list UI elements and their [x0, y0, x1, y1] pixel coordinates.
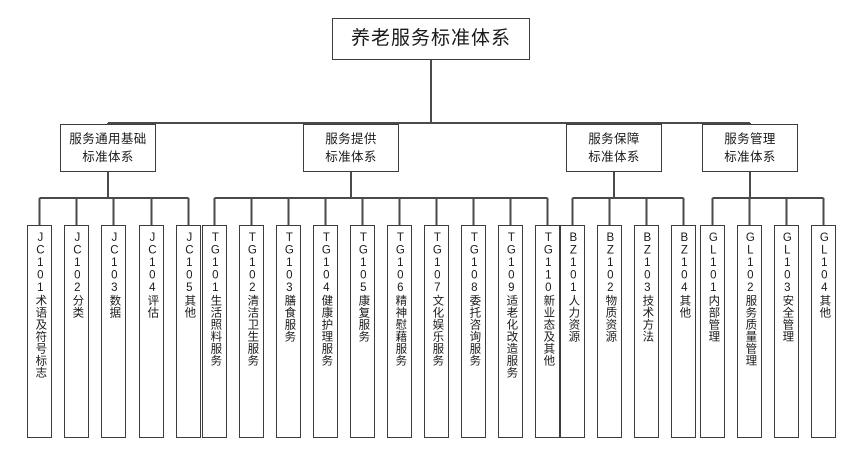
- category-node-jc: 服务通用基础标准体系: [60, 124, 156, 172]
- leaf-label-bz101: BZ101人力资源: [567, 232, 580, 343]
- category-node-bz: 服务保障标准体系: [566, 124, 662, 172]
- leaf-label-jc101: JC101术语及符号标志: [34, 232, 47, 379]
- category-label-line2: 标准体系: [724, 150, 776, 164]
- leaf-label-tg107: TG107文化娱乐服务: [431, 232, 444, 367]
- leaf-label-jc104: JC104评估: [146, 232, 159, 319]
- leaf-node-jc105: JC105其他: [176, 225, 201, 438]
- leaf-label-tg108: TG108委托咨询服务: [468, 232, 481, 367]
- leaf-node-jc101: JC101术语及符号标志: [27, 225, 52, 438]
- leaf-node-tg104: TG104健康护理服务: [313, 225, 338, 438]
- leaf-node-tg107: TG107文化娱乐服务: [424, 225, 449, 438]
- leaf-node-gl103: GL103安全管理: [774, 225, 799, 438]
- leaf-label-gl103: GL103安全管理: [781, 232, 794, 343]
- category-label-line1: 服务保障: [588, 131, 640, 146]
- category-label-line2: 标准体系: [82, 150, 134, 164]
- root-node: 养老服务标准体系: [332, 18, 530, 60]
- leaf-label-gl101: GL101内部管理: [707, 232, 720, 343]
- leaf-node-gl102: GL102服务质量管理: [737, 225, 762, 438]
- leaf-label-jc102: JC102分类: [71, 232, 84, 319]
- category-label-line2: 标准体系: [325, 150, 377, 164]
- leaf-node-jc102: JC102分类: [64, 225, 89, 438]
- leaf-label-tg106: TG106精神慰藉服务: [394, 232, 407, 367]
- leaf-node-gl104: GL104其他: [811, 225, 836, 438]
- category-label-line1: 服务管理: [724, 131, 776, 146]
- leaf-node-jc103: JC103数据: [101, 225, 126, 438]
- leaf-label-bz102: BZ102物质资源: [604, 232, 617, 343]
- leaf-node-tg105: TG105康复服务: [350, 225, 375, 438]
- leaf-label-gl102: GL102服务质量管理: [744, 232, 757, 367]
- category-node-gl: 服务管理标准体系: [702, 124, 798, 172]
- leaf-node-tg110: TG110新业态及其他: [535, 225, 560, 438]
- leaf-label-tg101: TG101生活照料服务: [209, 232, 222, 367]
- leaf-label-gl104: GL104其他: [818, 232, 831, 319]
- category-label-line2: 标准体系: [588, 150, 640, 164]
- leaf-label-jc105: JC105其他: [183, 232, 196, 319]
- leaf-node-bz102: BZ102物质资源: [597, 225, 622, 438]
- leaf-label-tg110: TG110新业态及其他: [542, 232, 555, 367]
- leaf-label-jc103: JC103数据: [108, 232, 121, 319]
- leaf-node-tg108: TG108委托咨询服务: [461, 225, 486, 438]
- category-label-line1: 服务提供: [325, 131, 377, 146]
- leaf-label-tg102: TG102清洁卫生服务: [246, 232, 259, 367]
- leaf-node-bz104: BZ104其他: [671, 225, 696, 438]
- leaf-node-tg101: TG101生活照料服务: [202, 225, 227, 438]
- leaf-node-gl101: GL101内部管理: [700, 225, 725, 438]
- leaf-node-tg109: TG109适老化改造服务: [498, 225, 523, 438]
- leaf-node-bz103: BZ103技术方法: [634, 225, 659, 438]
- category-label-line1: 服务通用基础: [69, 131, 147, 146]
- leaf-label-tg103: TG103膳食服务: [283, 232, 296, 343]
- leaf-label-tg109: TG109适老化改造服务: [505, 232, 518, 379]
- root-node-label: 养老服务标准体系: [350, 28, 511, 50]
- leaf-label-bz103: BZ103技术方法: [641, 232, 654, 343]
- leaf-node-jc104: JC104评估: [139, 225, 164, 438]
- leaf-node-bz101: BZ101人力资源: [560, 225, 585, 438]
- leaf-node-tg103: TG103膳食服务: [276, 225, 301, 438]
- leaf-node-tg106: TG106精神慰藉服务: [387, 225, 412, 438]
- leaf-node-tg102: TG102清洁卫生服务: [239, 225, 264, 438]
- category-node-tg: 服务提供标准体系: [303, 124, 399, 172]
- leaf-label-tg105: TG105康复服务: [357, 232, 370, 343]
- leaf-label-bz104: BZ104其他: [678, 232, 691, 319]
- leaf-label-tg104: TG104健康护理服务: [320, 232, 333, 367]
